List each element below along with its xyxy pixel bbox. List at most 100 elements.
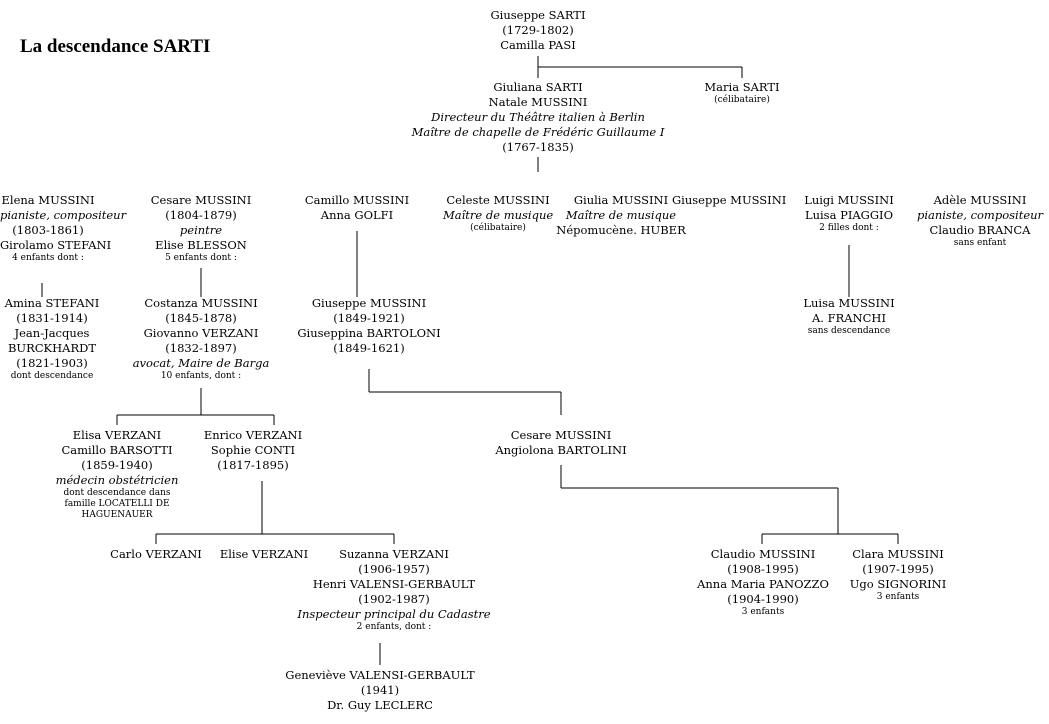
person-name: Carlo VERZANI: [110, 547, 202, 561]
person-giuliana-sarti: Giuliana SARTI Natale MUSSINI Directeur …: [398, 80, 678, 155]
person-enrico-verzani: Enrico VERZANI Sophie CONTI (1817-1895): [200, 428, 306, 473]
spouse-name: A. FRANCHI: [812, 311, 886, 325]
person-elena-mussini: Elena MUSSINI pianiste, compositeur (180…: [0, 193, 127, 264]
person-name: Adèle MUSSINI: [933, 193, 1027, 207]
spouse-name: Ugo SIGNORINI: [849, 577, 947, 591]
person-dates: (1907-1995): [862, 562, 934, 576]
spouse-name: Giuseppina BARTOLONI: [297, 326, 441, 340]
person-dates: (1941): [360, 683, 400, 697]
spouse-name: Camilla PASI: [500, 38, 576, 52]
spouse-name: Camillo BARSOTTI: [61, 443, 173, 457]
person-note: 2 enfants, dont :: [356, 622, 432, 632]
spouse-dates: (1902-1987): [358, 592, 430, 606]
spouse-name: Sophie CONTI: [210, 443, 296, 457]
person-cesare-mussini-1804: Cesare MUSSINI (1804-1879) peintre Elise…: [141, 193, 261, 264]
spouse-role: Maître de chapelle de Frédéric Guillaume…: [411, 125, 665, 139]
person-name: Clara MUSSINI: [852, 547, 944, 561]
person-giulia-mussini: Giulia MUSSINI Maître de musique Népomuc…: [554, 193, 688, 238]
person-name: Elise VERZANI: [219, 547, 309, 561]
spouse-dates: (1859-1940): [81, 458, 153, 472]
person-luigi-mussini: Luigi MUSSINI Luisa PIAGGIO 2 filles don…: [794, 193, 904, 234]
spouse-name: Luisa PIAGGIO: [804, 208, 894, 222]
person-giuseppe-mussini-1849: Giuseppe MUSSINI (1849-1921) Giuseppina …: [294, 296, 444, 356]
person-name: Amina STEFANI: [4, 296, 100, 310]
person-note: 3 enfants: [741, 607, 785, 617]
person-note: 3 enfants: [876, 592, 920, 602]
person-maria-sarti: Maria SARTI (célibataire): [692, 80, 792, 106]
person-cesare-mussini-angiolona: Cesare MUSSINI Angiolona BARTOLINI: [478, 428, 644, 458]
person-adele-mussini: Adèle MUSSINI pianiste, compositeur Clau…: [916, 193, 1044, 249]
person-elise-verzani: Elise VERZANI: [214, 547, 314, 562]
person-name: Celeste MUSSINI: [446, 193, 550, 207]
person-dates: (1908-1995): [727, 562, 799, 576]
person-role: pianiste, compositeur: [0, 208, 127, 222]
spouse-role: avocat, Maire de Barga: [132, 356, 270, 370]
person-carlo-verzani: Carlo VERZANI: [104, 547, 208, 562]
person-note: 5 enfants dont :: [165, 253, 237, 263]
spouse-name: Jean-Jacques: [14, 326, 90, 340]
spouse-dates: (1904-1990): [727, 592, 799, 606]
person-note: (célibataire): [714, 95, 770, 105]
person-giuseppe-mussini: Giuseppe MUSSINI: [672, 193, 786, 208]
person-costanza-mussini: Costanza MUSSINI (1845-1878) Giovanno VE…: [131, 296, 271, 382]
person-name: Cesare MUSSINI: [510, 428, 612, 442]
person-note: sans enfant: [953, 238, 1007, 248]
person-clara-mussini: Clara MUSSINI (1907-1995) Ugo SIGNORINI …: [843, 547, 953, 603]
person-suzanna-verzani: Suzanna VERZANI (1906-1957) Henri VALENS…: [294, 547, 494, 633]
person-dates: (1729-1802): [502, 23, 574, 37]
person-name: Giuseppe MUSSINI: [311, 296, 427, 310]
spouse-name: Claudio BRANCA: [929, 223, 1031, 237]
person-name: Maria SARTI: [704, 80, 780, 94]
person-name: Giulia MUSSINI: [573, 193, 669, 207]
person-name: Cesare MUSSINI: [150, 193, 252, 207]
person-name: Geneviève VALENSI-GERBAULT: [285, 668, 475, 682]
spouse-name: Anna GOLFI: [320, 208, 394, 222]
spouse-dates: (1832-1897): [165, 341, 237, 355]
spouse-name: Henri VALENSI-GERBAULT: [312, 577, 476, 591]
person-dates: (1767-1835): [502, 140, 574, 154]
spouse-name: Dr. Guy LECLERC: [327, 698, 433, 712]
person-amina-stefani: Amina STEFANI (1831-1914) Jean-Jacques B…: [0, 296, 104, 382]
person-note: dont descendance dans: [63, 488, 171, 498]
person-name: Costanza MUSSINI: [144, 296, 258, 310]
person-note: (célibataire): [470, 223, 526, 233]
spouse-dates: (1849-1621): [333, 341, 405, 355]
person-note: 4 enfants dont :: [12, 253, 84, 263]
spouse-name: BURCKHARDT: [7, 341, 97, 355]
person-name: Enrico VERZANI: [203, 428, 303, 442]
spouse-name: Girolamo STEFANI: [0, 238, 112, 252]
person-role: Maître de musique: [565, 208, 677, 222]
spouse-name: Anna Maria PANOZZO: [697, 577, 829, 591]
person-name: Giuseppe SARTI: [490, 8, 586, 22]
person-role: pianiste, compositeur: [916, 208, 1044, 222]
spouse-role: Inspecteur principal du Cadastre: [297, 607, 491, 621]
person-dates: (1817-1895): [217, 458, 289, 472]
person-note: dont descendance: [10, 371, 94, 381]
person-elisa-verzani: Elisa VERZANI Camillo BARSOTTI (1859-194…: [52, 428, 182, 521]
person-name: Claudio MUSSINI: [710, 547, 816, 561]
person-name: Elena MUSSINI: [1, 193, 95, 207]
person-dates: (1831-1914): [16, 311, 88, 325]
person-note: 10 enfants, dont :: [160, 371, 242, 381]
person-luisa-mussini: Luisa MUSSINI A. FRANCHI sans descendanc…: [794, 296, 904, 337]
spouse-name: Népomucène. HUBER: [556, 223, 686, 237]
person-note: famille LOCATELLI DE: [64, 499, 170, 509]
spouse-name: Angiolona BARTOLINI: [495, 443, 627, 457]
spouse-role: Directeur du Théâtre italien à Berlin: [431, 110, 645, 124]
person-dates: (1803-1861): [12, 223, 84, 237]
person-giuseppe-sarti: Giuseppe SARTI (1729-1802) Camilla PASI: [478, 8, 598, 53]
person-name: Giuliana SARTI: [493, 80, 583, 94]
person-dates: (1906-1957): [358, 562, 430, 576]
person-dates: (1804-1879): [165, 208, 237, 222]
spouse-name: Natale MUSSINI: [488, 95, 588, 109]
spouse-role: médecin obstétricien: [55, 473, 179, 487]
person-name: Luigi MUSSINI: [804, 193, 894, 207]
person-note: 2 filles dont :: [819, 223, 879, 233]
person-name: Giuseppe MUSSINI: [672, 193, 787, 207]
person-name: Elisa VERZANI: [72, 428, 162, 442]
person-note: sans descendance: [807, 326, 891, 336]
spouse-name: Elise BLESSON: [155, 238, 247, 252]
person-celeste-mussini: Celeste MUSSINI Maître de musique (célib…: [443, 193, 553, 234]
person-dates: (1845-1878): [165, 311, 237, 325]
